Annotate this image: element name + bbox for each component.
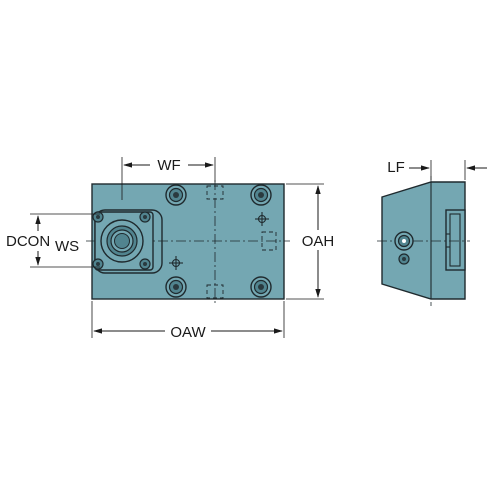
- wf-label: WF: [157, 157, 180, 174]
- side-view: [377, 176, 470, 306]
- lf-label: LF: [387, 159, 405, 176]
- hidden-feature-right: [261, 231, 277, 251]
- flange-screw-tl: [92, 211, 104, 223]
- flange-screw-br: [139, 258, 151, 270]
- flange-screw-tr: [139, 211, 151, 223]
- pin-hole-right: [255, 212, 269, 226]
- mounting-hole-bottom-right: [250, 276, 272, 298]
- front-view: [86, 180, 290, 304]
- hidden-feature-top: [206, 185, 224, 200]
- dimension-oaw: OAW: [91, 301, 285, 341]
- dimension-wf: WF: [121, 155, 216, 200]
- hidden-feature-bottom: [206, 284, 224, 299]
- dcon-subscript: WS: [55, 238, 79, 255]
- dimension-oah: OAH: [286, 183, 338, 300]
- mounting-hole-bottom-left: [165, 276, 187, 298]
- side-slot: [445, 209, 466, 271]
- dcon-label: DCON: [6, 233, 50, 250]
- dimension-dcon: DCON WS: [2, 213, 100, 268]
- spindle-bore: [100, 219, 144, 263]
- side-pin: [398, 253, 410, 265]
- dimension-lf: LF: [387, 159, 487, 180]
- oah-label: OAH: [302, 233, 335, 250]
- oaw-label: OAW: [170, 324, 206, 341]
- mounting-hole-top-left: [165, 184, 187, 206]
- mounting-hole-top-right: [250, 184, 272, 206]
- side-hole: [394, 231, 414, 251]
- flange-screw-bl: [92, 258, 104, 270]
- pin-hole-left: [169, 256, 183, 270]
